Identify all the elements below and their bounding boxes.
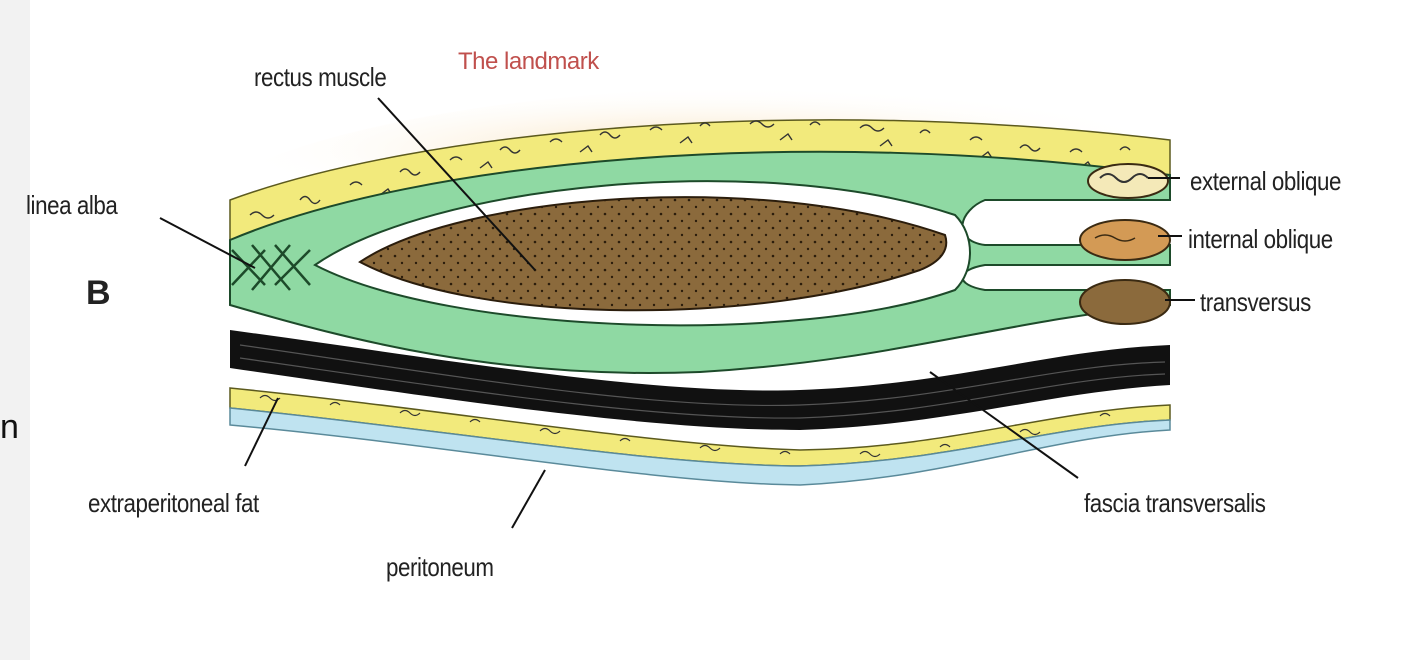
label-linea-alba: linea alba: [26, 190, 117, 221]
cropped-edge-text: n: [0, 408, 18, 447]
label-peritoneum: peritoneum: [386, 552, 494, 583]
peritoneum-leader: [512, 470, 545, 528]
label-internal-oblique: internal oblique: [1188, 224, 1333, 255]
label-external-oblique: external oblique: [1190, 166, 1341, 197]
landmark-annotation: The landmark: [458, 48, 599, 76]
label-transversus: transversus: [1200, 287, 1311, 318]
label-rectus-muscle: rectus muscle: [254, 62, 386, 93]
label-fascia-transversalis: fascia transversalis: [1084, 488, 1266, 519]
panel-letter: B: [86, 274, 110, 313]
internal-oblique-oval: [1080, 220, 1170, 260]
transversus-oval: [1080, 280, 1170, 324]
label-extraperitoneal-fat: extraperitoneal fat: [88, 488, 259, 519]
